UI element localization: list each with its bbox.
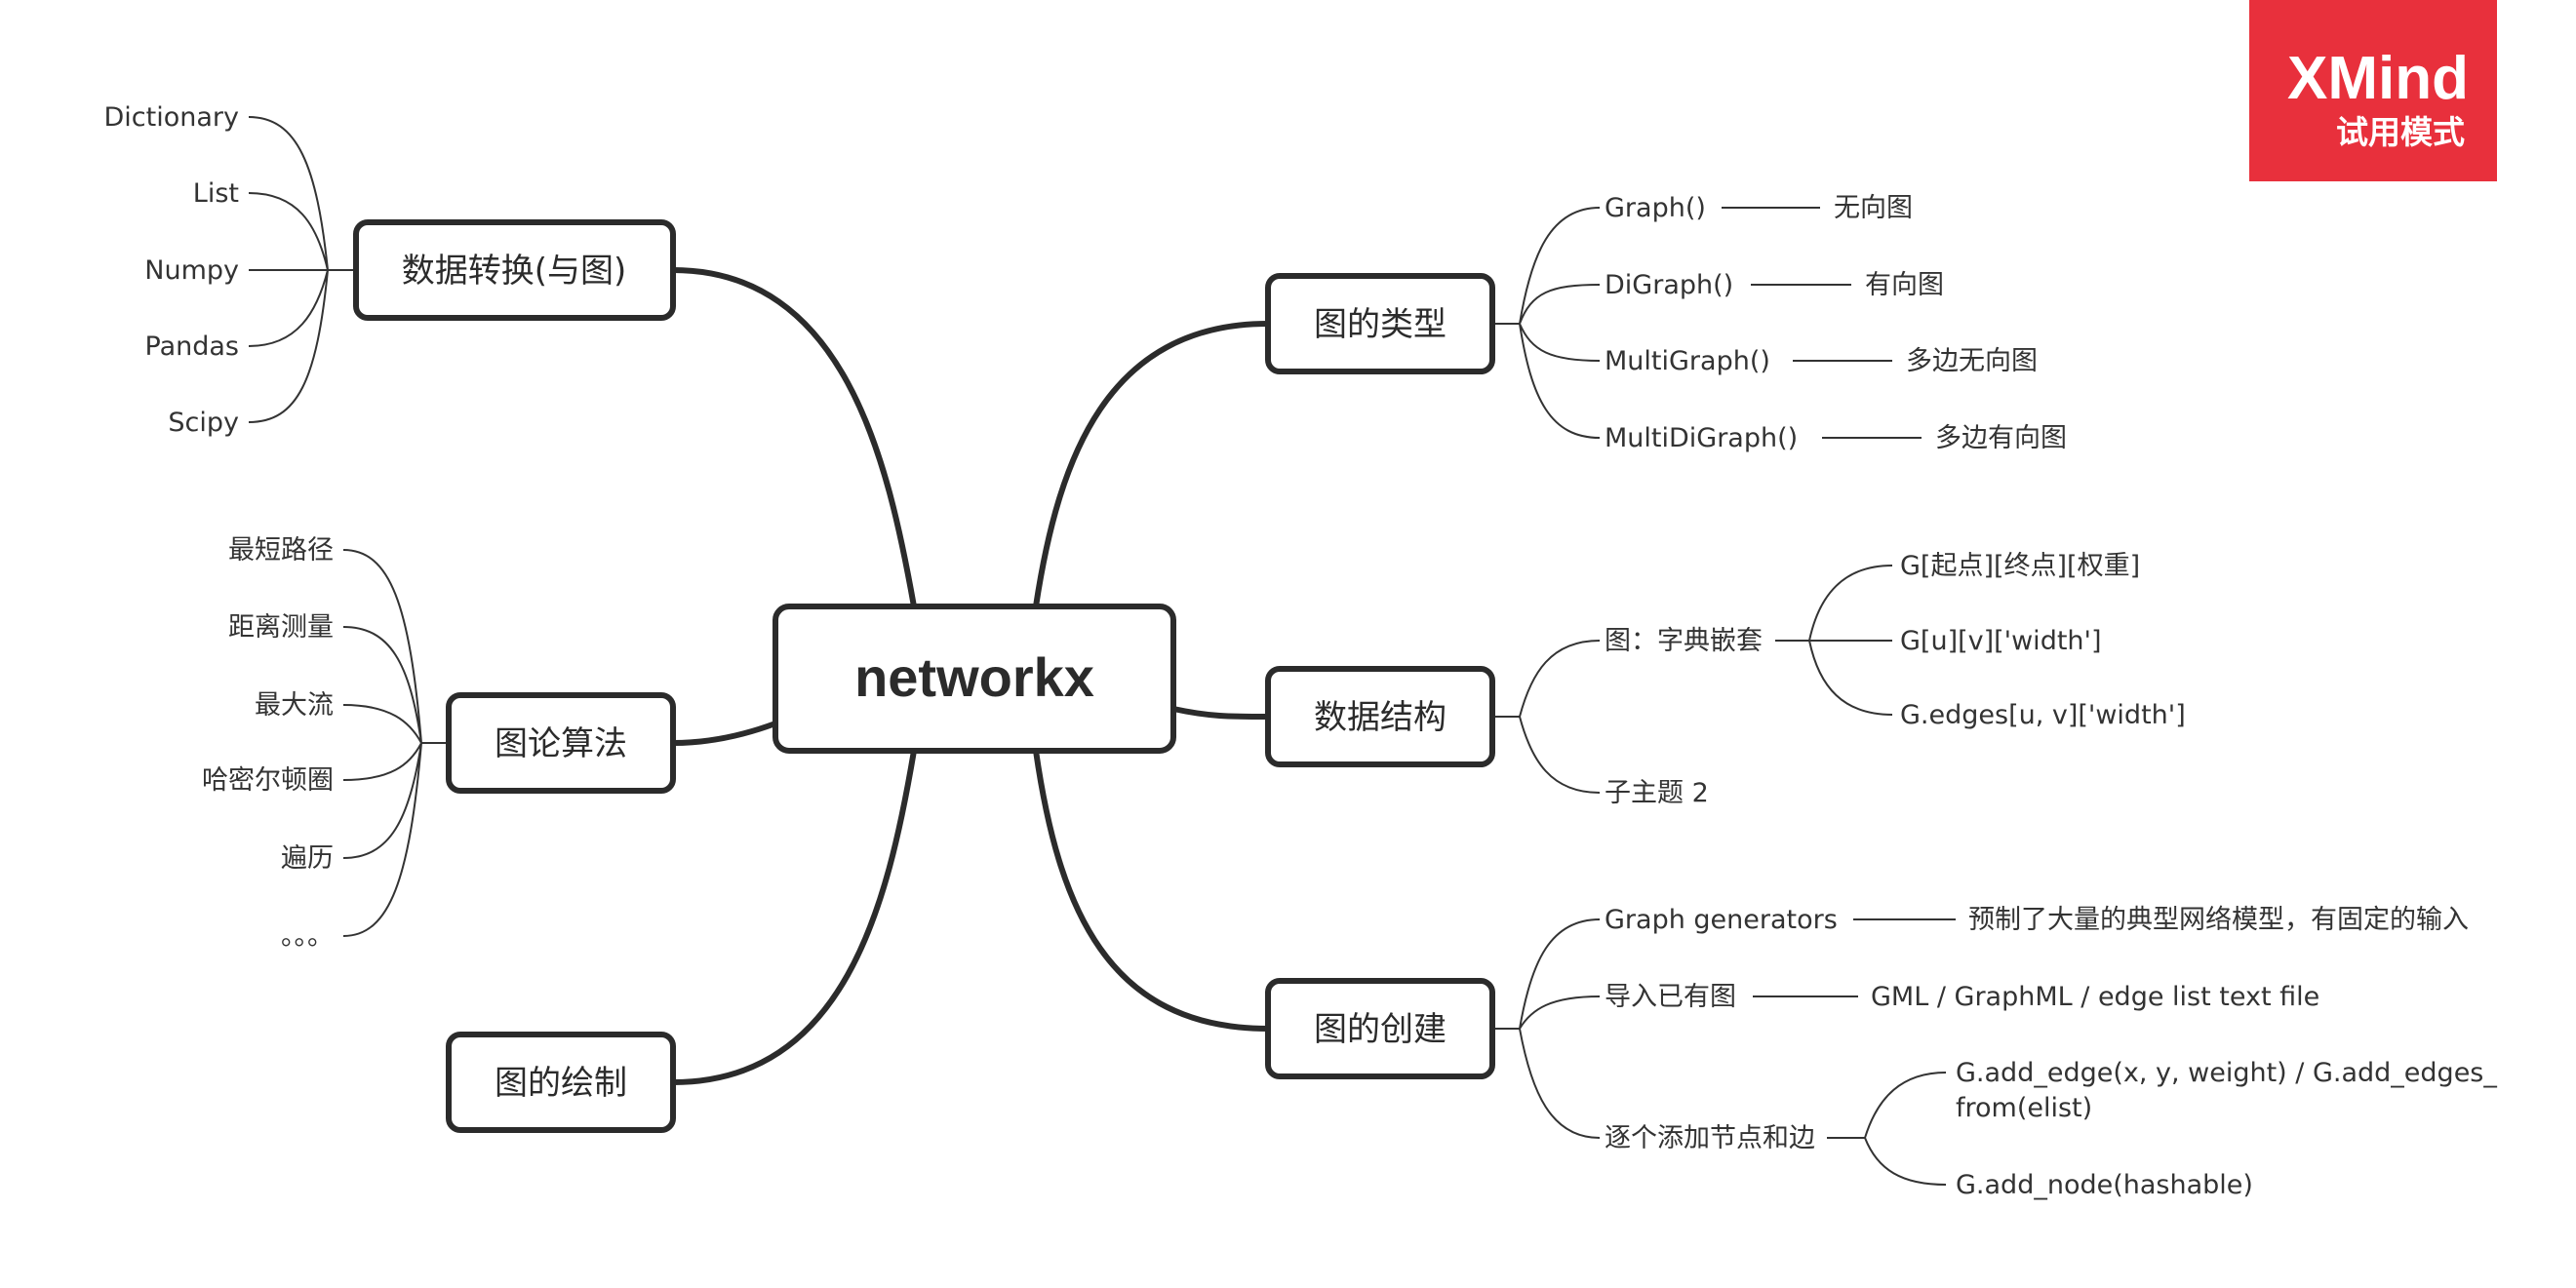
subtopic-multigraph[interactable]: MultiGraph() [1605,346,1770,376]
subtopic-hamiltonian-cycle[interactable]: 哈密尔顿圈 [202,765,334,796]
connector-types-items [1519,207,1601,439]
subtopic-scipy[interactable]: Scipy [168,408,239,438]
svg-text:图的绘制: 图的绘制 [495,1064,627,1103]
svg-text:from(elist): from(elist) [1956,1093,2092,1123]
topic-data-conversion[interactable]: 数据转换(与图) [353,219,676,321]
subtopic-shortest-path[interactable]: 最短路径 [228,535,334,566]
badge-background [2249,0,2497,181]
connector-drawing [670,748,917,1085]
badge-subtitle: 试用模式 [2336,113,2465,151]
connector-creation [1033,748,1271,1032]
svg-text:图论算法: 图论算法 [495,724,627,763]
svg-text:数据转换(与图): 数据转换(与图) [402,252,627,291]
subtopic-dict-nesting[interactable]: 图：字典嵌套 [1605,626,1763,656]
subtopic-graph-note[interactable]: 无向图 [1834,193,1913,223]
topic-graph-types[interactable]: 图的类型 [1265,273,1495,374]
connector-algorithms-items [342,549,422,937]
connector-structure [1170,706,1271,720]
root-label: networkx [854,646,1094,708]
svg-text:图的创建: 图的创建 [1314,1010,1447,1049]
topic-graph-creation[interactable]: 图的创建 [1265,978,1495,1079]
root-node[interactable]: networkx [773,604,1176,754]
subtopic-graph[interactable]: Graph() [1605,193,1706,223]
svg-text:G.add_edge(x, y, weight) / G.a: G.add_edge(x, y, weight) / G.add_edges_ [1956,1058,2497,1088]
subtopic-add-node[interactable]: G.add_node(hashable) [1956,1170,2253,1200]
subtopic-pandas[interactable]: Pandas [145,332,239,362]
subtopic-dict-child-3[interactable]: G.edges[u, v]['width'] [1900,700,2186,730]
subtopic-graph-generators[interactable]: Graph generators [1605,905,1838,935]
topic-graph-drawing[interactable]: 图的绘制 [446,1032,676,1133]
subtopic-traversal[interactable]: 遍历 [281,843,334,874]
subtopic-multidigraph[interactable]: MultiDiGraph() [1605,423,1798,453]
subtopic-dict-child-2[interactable]: G[u][v]['width'] [1900,626,2101,656]
connector-conversion-items [248,116,329,423]
connector-dict-children [1808,565,1893,716]
subtopic-digraph[interactable]: DiGraph() [1605,270,1733,300]
subtopic-multigraph-note[interactable]: 多边无向图 [1906,346,2038,376]
svg-text:图的类型: 图的类型 [1314,305,1447,344]
subtopic-distance-measure[interactable]: 距离测量 [228,612,334,643]
connector-types [1033,321,1271,609]
subtopic-numpy[interactable]: Numpy [144,255,239,286]
subtopic-add-incrementally[interactable]: 逐个添加节点和边 [1605,1123,1815,1153]
subtopic-add-edge[interactable]: G.add_edge(x, y, weight) / G.add_edges_ … [1956,1058,2497,1123]
subtopic-2[interactable]: 子主题 2 [1605,778,1709,808]
subtopic-graph-generators-note[interactable]: 预制了大量的典型网络模型，有固定的输入 [1968,905,2469,935]
subtopic-import-graph[interactable]: 导入已有图 [1605,982,1736,1012]
connector-algorithms [670,721,778,746]
subtopic-ellipsis[interactable]: 。。。 [281,921,334,952]
subtopic-max-flow[interactable]: 最大流 [255,690,334,721]
connector-creation-items [1519,918,1601,1139]
subtopic-list[interactable]: List [193,178,239,209]
badge-title: XMind [2287,45,2469,112]
connector-incremental-children [1864,1072,1947,1186]
topic-graph-algorithms[interactable]: 图论算法 [446,692,676,794]
topic-data-structure[interactable]: 数据结构 [1265,666,1495,767]
subtopic-digraph-note[interactable]: 有向图 [1865,270,1944,300]
connector-conversion [670,267,917,609]
xmind-trial-badge[interactable]: XMind 试用模式 [2249,0,2497,181]
subtopic-import-graph-note[interactable]: GML / GraphML / edge list text file [1871,982,2319,1012]
subtopic-dict-child-1[interactable]: G[起点][终点][权重] [1900,551,2140,581]
svg-text:数据结构: 数据结构 [1314,698,1447,737]
subtopic-dictionary[interactable]: Dictionary [104,102,240,133]
connector-structure-items [1519,640,1601,794]
subtopic-multidigraph-note[interactable]: 多边有向图 [1935,423,2067,453]
